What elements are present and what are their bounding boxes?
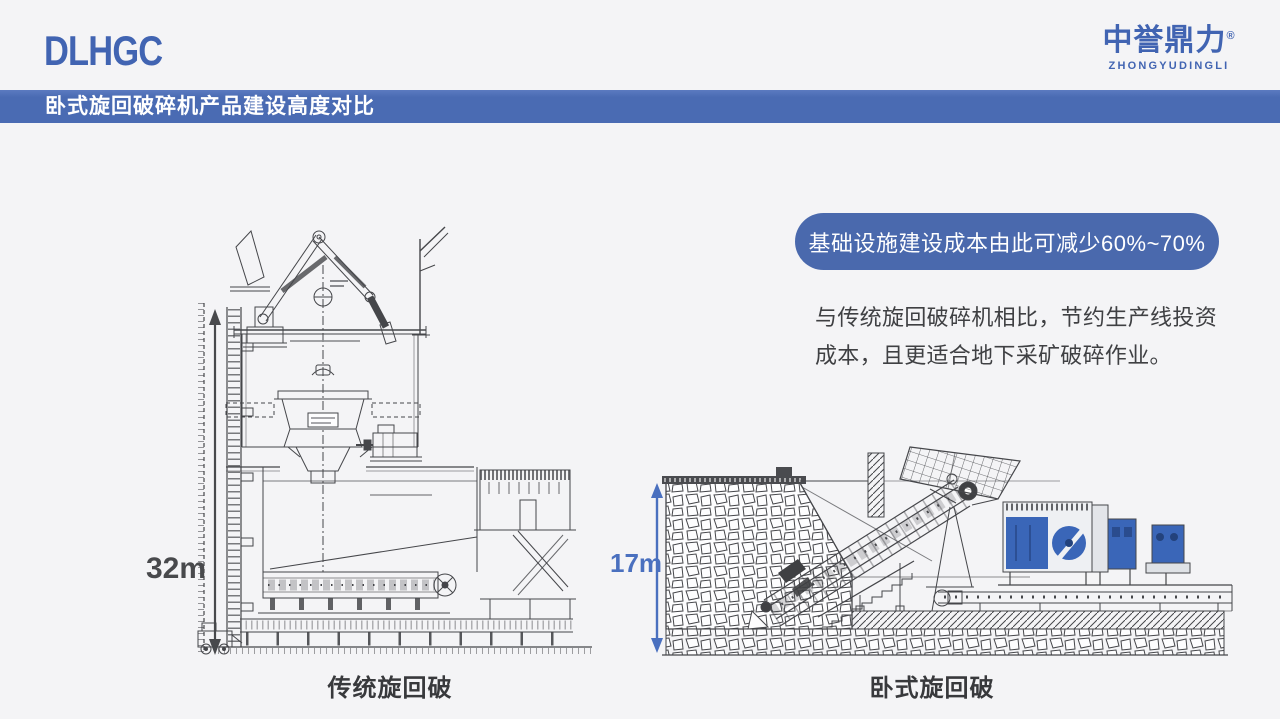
page-title: 卧式旋回破碎机产品建设高度对比 bbox=[45, 95, 375, 118]
dimension-arrow-17m bbox=[651, 483, 663, 653]
gyratory-crusher bbox=[225, 364, 421, 484]
company-name-en: ZHONGYUDINGLI bbox=[1108, 60, 1230, 72]
discharge-conveyor bbox=[218, 618, 592, 654]
height-label-32m: 32m bbox=[146, 552, 207, 585]
traditional-crusher-diagram bbox=[130, 195, 610, 665]
cost-saving-callout: 基础设施建设成本由此可减少60%~70% bbox=[795, 213, 1219, 270]
zhongyudingli-logo: 中誉鼎力® ZHONGYUDINGLI bbox=[1098, 24, 1240, 72]
grid-hopper bbox=[899, 446, 1021, 506]
dlhgc-logo: DLHGC bbox=[44, 27, 163, 74]
loader-vehicle bbox=[197, 622, 243, 655]
registered-trademark-icon: ® bbox=[1226, 30, 1236, 42]
crusher-motor bbox=[356, 424, 422, 462]
rock-wall bbox=[662, 467, 853, 630]
dimension-arrow-32m bbox=[209, 309, 221, 655]
height-label-17m: 17m bbox=[610, 548, 663, 578]
company-name-cn: 中誉鼎力 bbox=[1102, 24, 1227, 57]
horizontal-crusher-diagram bbox=[600, 445, 1240, 675]
side-building bbox=[474, 469, 576, 619]
comparison-description: 与传统旋回破碎机相比，节约生产线投资成本，且更适合地下采矿破碎作业。 bbox=[815, 305, 1217, 368]
discharge-conveyor-right bbox=[933, 589, 1232, 612]
crusher-machinery bbox=[998, 501, 1233, 611]
apron-feeder bbox=[258, 571, 457, 614]
traditional-crusher-drawing bbox=[197, 226, 592, 655]
caption-horizontal: 卧式旋回破 bbox=[869, 675, 995, 702]
title-bar: 卧式旋回破碎机产品建设高度对比 bbox=[0, 90, 1280, 123]
stairs bbox=[817, 560, 915, 628]
horizontal-crusher-drawing bbox=[651, 446, 1233, 656]
rock-breaker-boom bbox=[230, 230, 397, 348]
ground-foundation bbox=[662, 610, 1228, 656]
caption-traditional: 传统旋回破 bbox=[327, 675, 453, 702]
